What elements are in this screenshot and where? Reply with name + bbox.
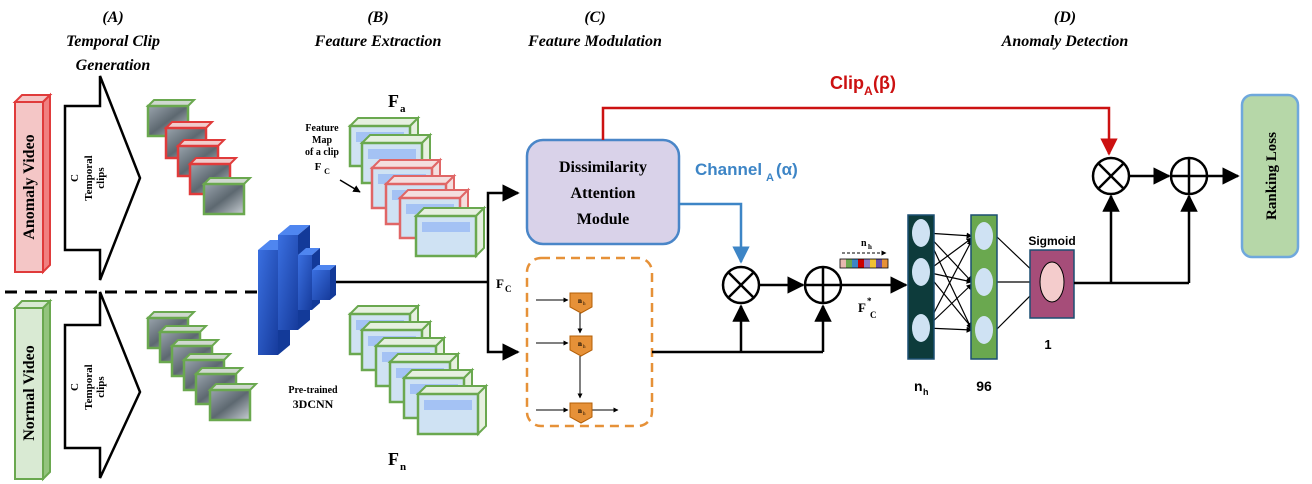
dam-line2: Attention	[571, 185, 636, 202]
fmap-fc-main: F	[315, 161, 322, 173]
fmap-line1: Feature	[305, 123, 339, 134]
fc-to-dam-arrow	[486, 184, 520, 282]
fa-sub: a	[400, 103, 406, 115]
score-add-op	[1169, 156, 1209, 196]
fstar-sup: *	[867, 296, 872, 306]
fc-layer-96	[970, 214, 998, 360]
ranking-loss-label: Ranking Loss	[1264, 132, 1280, 220]
lstm-cell-1: n h	[569, 292, 593, 314]
normal-video-label: Normal Video	[21, 345, 38, 441]
fstar-sub: C	[870, 310, 877, 320]
fn-main: F	[388, 449, 399, 469]
anomaly-clips-label-1: Temporal	[83, 155, 95, 200]
anomaly-clips-c: C	[69, 174, 81, 182]
fmap-line3: of a clip	[305, 147, 339, 158]
clip-attention-label: Clip A (β)	[830, 73, 896, 98]
anomaly-clips-label-2: clips	[95, 167, 107, 189]
fa-feature-stack	[347, 115, 487, 259]
normal-clips-c: C	[69, 383, 81, 391]
residual-add-op	[803, 265, 843, 305]
cnn-caption: Pre-trained 3DCNN	[288, 385, 338, 411]
normal-temporal-arrow: C Temporal clips	[63, 291, 142, 479]
fn-sub: n	[400, 461, 406, 473]
fa-main: F	[388, 91, 399, 111]
normal-video-block: Normal Video	[12, 298, 53, 482]
section-b-title: Feature Extraction	[314, 33, 442, 50]
lstm-cell-3-label: n	[578, 407, 582, 415]
clip-main: Clip	[830, 73, 864, 93]
clip-multiply-op	[1091, 156, 1131, 196]
lstm-cell-1-sub: h	[583, 302, 586, 307]
lstm-dashed-box	[525, 256, 654, 428]
channel-main: Channel	[695, 160, 762, 179]
layer1-sub: h	[923, 387, 929, 397]
channel-multiply-op	[721, 265, 761, 305]
sigmoid-output-size: 1	[1044, 337, 1051, 352]
lstm-cell-2-sub: h	[583, 345, 586, 350]
fstar-main: F	[858, 300, 866, 315]
nh-vector-main: n	[861, 238, 867, 249]
ranking-loss-box	[1240, 93, 1300, 259]
sigmoid-label: Sigmoid	[1028, 234, 1075, 248]
channel-sub: A	[766, 172, 774, 184]
fc-label: F C	[496, 276, 512, 294]
anomaly-video-block: Anomaly Video	[12, 92, 53, 275]
fmap-pointer	[339, 179, 361, 193]
lstm-cell-2-label: n	[578, 340, 582, 348]
lstm-cell-1-label: n	[578, 297, 582, 305]
cnn-label: 3DCNN	[293, 397, 334, 411]
section-a-letter: (A)	[102, 9, 123, 26]
normal-clips-label-2: clips	[95, 376, 107, 398]
fc-layer-nh-label: n h	[914, 378, 929, 397]
fmap-line2: Map	[312, 135, 332, 146]
lstm-cell-3-sub: h	[583, 412, 586, 417]
section-d-letter: (D)	[1054, 9, 1076, 26]
clip-sub: A	[864, 84, 873, 98]
section-a-title-line2: Generation	[76, 57, 151, 74]
normal-clips-label-1: Temporal	[83, 364, 95, 409]
section-c-title: Feature Modulation	[527, 33, 662, 50]
anomaly-clip-stack	[145, 99, 253, 216]
fn-feature-stack	[347, 303, 489, 437]
anomaly-temporal-arrow: C Temporal clips	[63, 75, 142, 281]
dam-line1: Dissimilarity	[559, 159, 647, 176]
dam-label: Dissimilarity Attention Module	[559, 159, 647, 228]
fc-main: F	[496, 276, 504, 291]
channel-param: (α)	[776, 160, 798, 179]
feature-fn-label: F n	[388, 449, 406, 473]
layer1-main: n	[914, 378, 923, 394]
normal-clip-stack	[145, 311, 259, 422]
fstar-label: F * C	[858, 296, 877, 320]
fc-layer-96-label: 96	[976, 378, 992, 394]
fc-sub: C	[505, 284, 512, 294]
section-c-letter: (C)	[584, 9, 605, 26]
fc-layer-nh	[907, 214, 935, 360]
cnn-3d-block	[258, 225, 336, 355]
clip-attention-path	[601, 106, 1118, 156]
lstm-cell-2: n h	[569, 335, 593, 357]
clip-param: (β)	[873, 73, 896, 93]
pretrained-label: Pre-trained	[288, 385, 338, 396]
anomaly-video-label: Anomaly Video	[21, 134, 38, 239]
nh-vector-sub: h	[868, 243, 872, 251]
fmap-fc-sub: C	[324, 167, 330, 176]
section-b-letter: (B)	[367, 9, 388, 26]
feature-map-annotation: Feature Map of a clip F C	[305, 123, 339, 176]
lstm-chain	[536, 297, 619, 413]
channel-attention-label: Channel A (α)	[695, 160, 798, 184]
lstm-cell-3: n h	[569, 402, 593, 424]
channel-attention-path	[679, 202, 750, 264]
dam-line3: Module	[577, 211, 629, 228]
feature-fa-label: F a	[388, 91, 406, 115]
nh-vector: n h	[839, 238, 889, 269]
fc-to-lstm-arrow	[486, 282, 520, 361]
section-a-title-line1: Temporal Clip	[66, 33, 160, 50]
section-d-title: Anomaly Detection	[1001, 33, 1129, 50]
sigmoid-unit	[1029, 249, 1075, 319]
